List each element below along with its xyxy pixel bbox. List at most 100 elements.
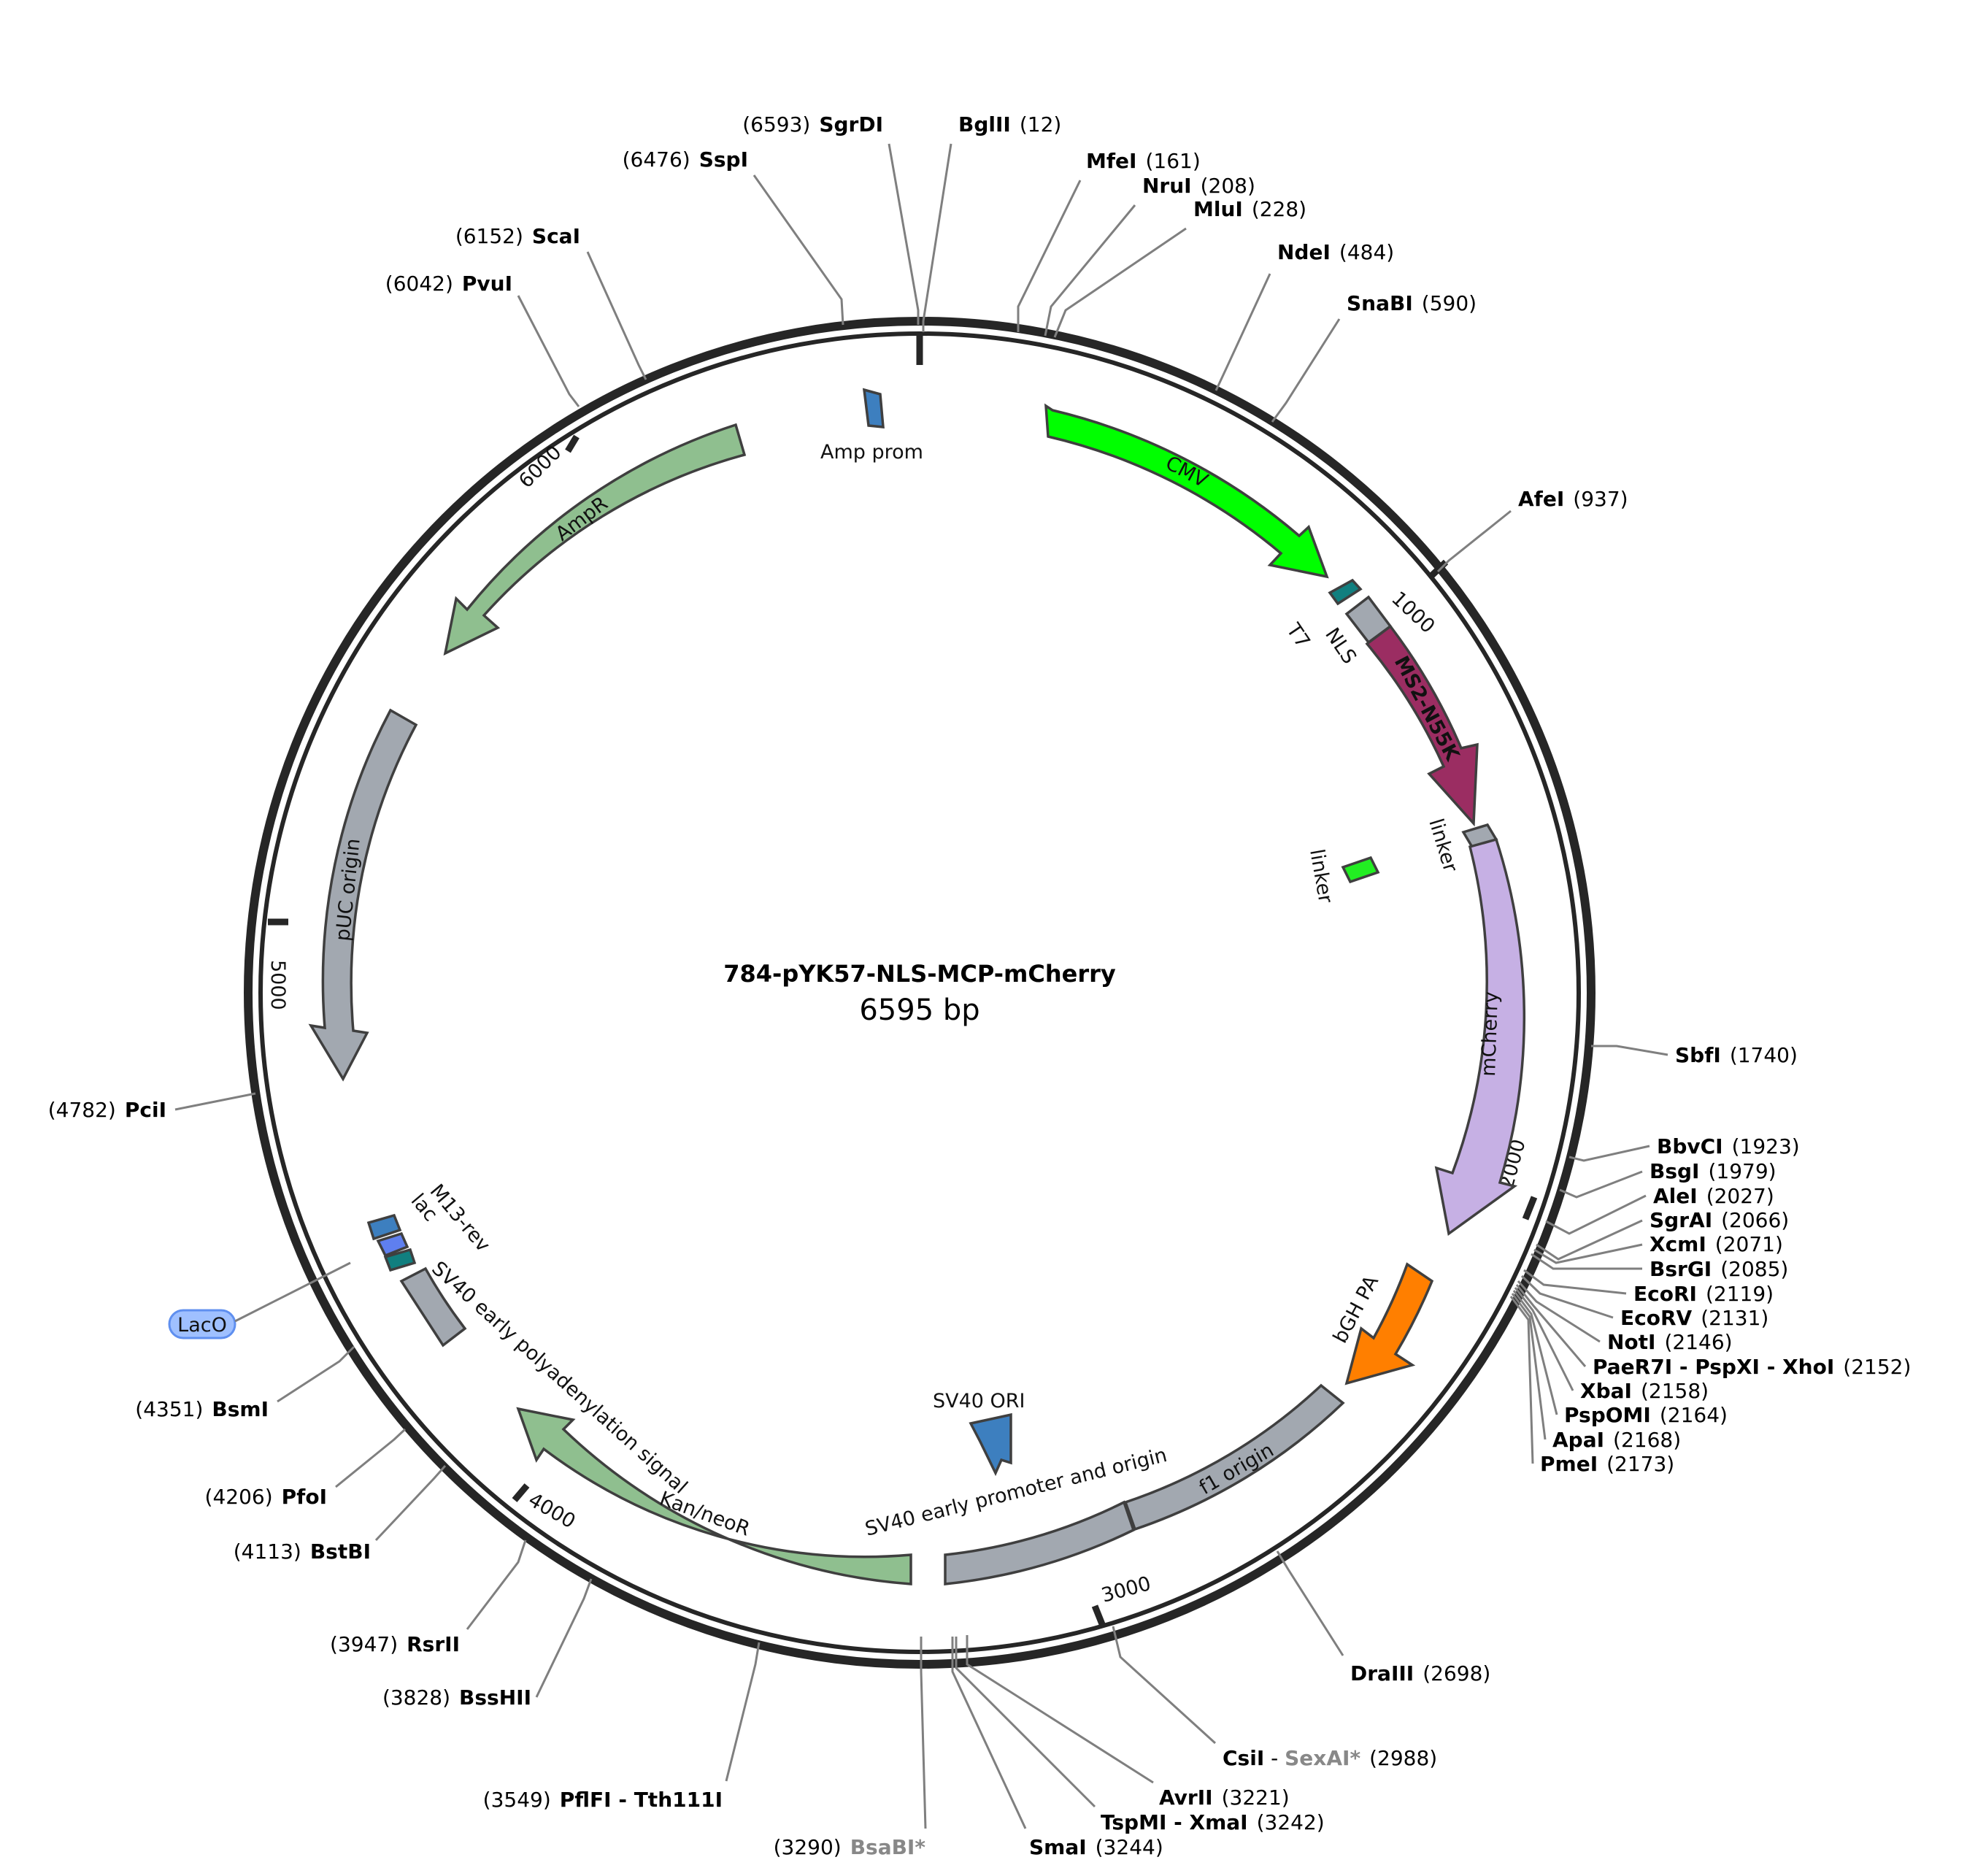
feature-sv40-ori (969, 1412, 1012, 1477)
site-xcmi: XcmI(2071) (1650, 1232, 1783, 1256)
feature-f1-origin (1123, 1383, 1345, 1531)
leader-nrui (1044, 204, 1136, 337)
site-avrii: AvrII(3221) (1159, 1785, 1290, 1810)
site-pspomi: PspOMI(2164) (1564, 1403, 1728, 1427)
site-csii: CsiI - SexAI*(2988) (1223, 1746, 1437, 1770)
site-afei: AfeI(937) (1518, 487, 1628, 511)
site-sspi: (6476)SspI (623, 147, 748, 172)
leader-csii (1112, 1626, 1217, 1745)
site-noti: NotI(2146) (1607, 1330, 1733, 1354)
tick-label-5000: 5000 (266, 960, 289, 1010)
leader-xmai (955, 1637, 1096, 1808)
leader-smai (951, 1637, 1027, 1829)
plasmid-name: 784-pYK57-NLS-MCP-mCherry (723, 960, 1116, 988)
feature-mcherry (1434, 837, 1526, 1237)
feature-puc-origin (308, 708, 418, 1082)
leader-bsmi (277, 1345, 355, 1403)
feature-bgh-pa (1344, 1262, 1434, 1385)
leader-mfei (1017, 180, 1082, 332)
feature-t7 (1328, 578, 1363, 606)
label-linker-1: linker (1424, 816, 1462, 875)
leader-xcmi (1533, 1243, 1643, 1264)
leader-bsgi (1559, 1170, 1643, 1199)
feature-m13-rev (366, 1213, 402, 1241)
label-sv40-pa: SV40 early polyadenylation signal (427, 1257, 691, 1499)
site-draiii: DraIII(2698) (1350, 1661, 1490, 1685)
leader-mlui (1053, 227, 1187, 338)
leader-pfoi (335, 1428, 407, 1488)
leader-laco (234, 1261, 351, 1323)
leader-bsrgi (1531, 1253, 1642, 1270)
site-sgrdi: (6593)SgrDI (742, 112, 883, 137)
leader-snabi (1271, 318, 1341, 423)
label-nls: NLS (1320, 624, 1360, 669)
tick-4000 (512, 1483, 530, 1502)
leader-avrii (966, 1635, 1154, 1784)
leader-sbfi (1591, 1045, 1668, 1056)
site-mlui: MluI(228) (1193, 197, 1306, 221)
leader-bsabi (920, 1637, 927, 1829)
site-bsmi: (4351)BsmI (135, 1397, 269, 1421)
label-m13-rev: M13-rev (426, 1180, 495, 1257)
tick-2000 (1522, 1196, 1538, 1220)
site-xbai: XbaI(2158) (1580, 1379, 1709, 1403)
laco-badge (168, 1309, 236, 1339)
site-bbvci: BbvCI(1923) (1657, 1134, 1800, 1158)
leader-sgrdi (888, 143, 920, 325)
feature-cmv (1044, 403, 1329, 579)
leader-bsshii (535, 1578, 593, 1698)
tick-1000 (1428, 559, 1449, 580)
label-sv40-ori: SV40 ORI (933, 1390, 1025, 1412)
site-ecori: EcoRI(2119) (1633, 1282, 1774, 1306)
site-mfei: MfeI(161) (1086, 149, 1201, 173)
site-smai: SmaI(3244) (1029, 1835, 1163, 1859)
leader-pspomi (1512, 1290, 1558, 1415)
leader-afei (1436, 510, 1512, 573)
site-ndei: NdeI(484) (1277, 240, 1394, 264)
label-t7: T7 (1282, 619, 1314, 653)
site-bsshii: (3828)BssHII (382, 1685, 531, 1710)
leader-pmei (1509, 1296, 1534, 1464)
site-ecorv: EcoRV(2131) (1620, 1306, 1768, 1330)
site-labels: BglII(12) MfeI(161) NruI(208) MluI(228) … (48, 112, 1912, 1859)
leader-bglii (922, 143, 952, 332)
site-alei: AleI(2027) (1653, 1184, 1774, 1208)
label-ms2: MS2-N55K (1390, 653, 1464, 765)
site-scai: (6152)ScaI (455, 224, 580, 248)
tick-marks (268, 332, 1538, 1626)
site-tth111i: (3549)PflFI - Tth111I (483, 1788, 723, 1812)
leader-sgrai (1536, 1219, 1643, 1261)
tick-label-3000: 3000 (1099, 1572, 1153, 1607)
site-bsrgi: BsrGI(2085) (1650, 1257, 1788, 1281)
site-pcii: (4782)PciI (48, 1098, 166, 1122)
site-snabi: SnaBI(590) (1347, 291, 1477, 315)
plasmid-length: 6595 bp (859, 993, 979, 1027)
feature-lacop (383, 1248, 417, 1272)
leader-bbvci (1568, 1145, 1650, 1162)
leader-noti (1517, 1280, 1601, 1343)
features (308, 388, 1526, 1585)
leader-tth111i (725, 1642, 761, 1782)
leader-scai (586, 251, 647, 380)
site-sbfi: SbfI(1740) (1675, 1043, 1798, 1067)
leader-draiii (1276, 1550, 1344, 1656)
label-amp-prom: Amp prom (820, 441, 923, 464)
feature-ampr (443, 423, 747, 656)
site-rsrii: (3947)RsrII (330, 1632, 460, 1656)
leader-ecorv (1520, 1275, 1614, 1319)
feature-amp-prom (862, 388, 885, 428)
label-mcherry: mCherry (1477, 991, 1503, 1077)
backbone-inner (258, 331, 1581, 1654)
leader-sspi (752, 174, 844, 326)
backbone-outer (244, 317, 1595, 1669)
leader-alei (1545, 1194, 1647, 1235)
site-pmei: PmeI(2173) (1540, 1452, 1674, 1476)
site-bsgi: BsgI(1979) (1650, 1159, 1777, 1183)
leader-xhoi (1515, 1284, 1587, 1367)
leader-lines (174, 143, 1668, 1829)
feature-linker-2 (1341, 856, 1380, 884)
site-bstbi: (4113)BstBI (234, 1539, 371, 1564)
site-pfoi: (4206)PfoI (205, 1485, 327, 1509)
site-nrui: NruI(208) (1142, 174, 1255, 198)
